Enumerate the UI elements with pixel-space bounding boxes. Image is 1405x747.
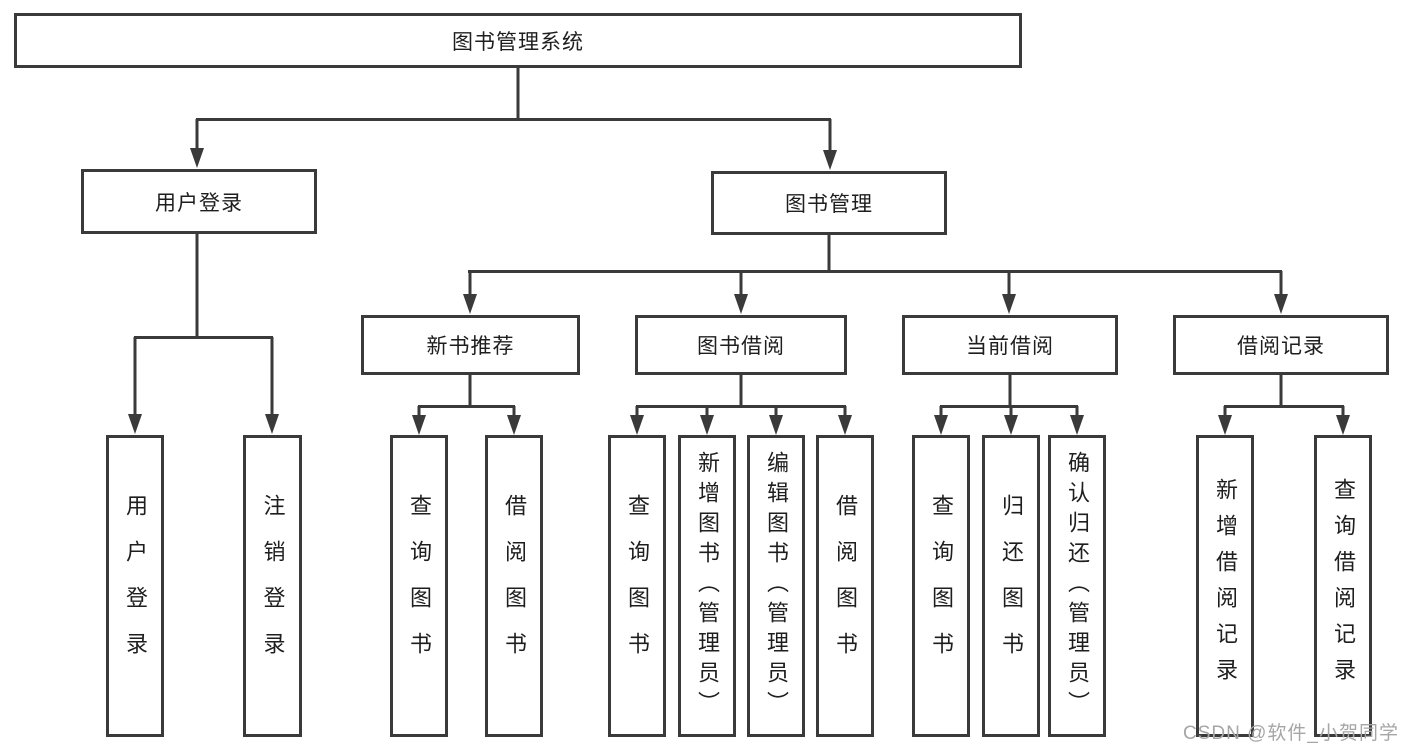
leaf-label: 新增借阅记录 bbox=[1213, 478, 1238, 694]
leaf-query-books-current: 查询图书 bbox=[912, 435, 970, 737]
leaf-label: 查询图书 bbox=[929, 494, 954, 678]
leaf-return-books: 归还图书 bbox=[982, 435, 1040, 737]
node-new-book-recommendation: 新书推荐 bbox=[361, 315, 580, 375]
leaf-label: 编辑图书（管理员） bbox=[764, 451, 789, 721]
leaf-borrow-books-recommend: 借阅图书 bbox=[485, 435, 543, 737]
leaf-label: 查询图书 bbox=[407, 494, 432, 678]
leaf-logout: 注销登录 bbox=[243, 435, 302, 737]
leaf-confirm-return-admin: 确认归还（管理员） bbox=[1048, 435, 1106, 737]
leaf-label: 确认归还（管理员） bbox=[1065, 451, 1090, 721]
node-label: 用户登录 bbox=[155, 191, 243, 215]
node-label: 图书管理 bbox=[785, 193, 873, 216]
leaf-edit-book-admin: 编辑图书（管理员） bbox=[747, 435, 805, 737]
leaf-label: 查询图书 bbox=[625, 494, 650, 678]
node-user-login: 用户登录 bbox=[81, 169, 317, 234]
node-label: 图书借阅 bbox=[697, 335, 785, 358]
leaf-query-borrow-record: 查询借阅记录 bbox=[1314, 435, 1372, 737]
csdn-watermark: CSDN @软件_小贺同学 bbox=[1183, 723, 1399, 744]
leaf-label: 查询借阅记录 bbox=[1331, 478, 1356, 694]
leaf-add-borrow-record: 新增借阅记录 bbox=[1196, 435, 1254, 737]
leaf-label: 注销登录 bbox=[260, 494, 286, 678]
leaf-label: 用户登录 bbox=[123, 494, 148, 678]
node-current-borrowing: 当前借阅 bbox=[902, 315, 1118, 375]
node-borrowing-records: 借阅记录 bbox=[1173, 315, 1389, 375]
node-book-management: 图书管理 bbox=[711, 171, 947, 235]
leaf-label: 借阅图书 bbox=[502, 494, 527, 678]
leaf-user-login: 用户登录 bbox=[106, 435, 164, 737]
node-label: 新书推荐 bbox=[426, 335, 515, 358]
leaf-query-books-recommend: 查询图书 bbox=[390, 435, 448, 737]
node-label: 借阅记录 bbox=[1237, 335, 1325, 358]
arrowhead-icons bbox=[128, 148, 1350, 435]
leaf-label: 借阅图书 bbox=[833, 494, 858, 678]
leaf-borrow-books-borrowing: 借阅图书 bbox=[816, 435, 874, 737]
node-label: 图书管理系统 bbox=[452, 30, 584, 54]
node-book-borrowing: 图书借阅 bbox=[635, 315, 847, 375]
node-label: 当前借阅 bbox=[966, 335, 1054, 358]
node-library-management-system: 图书管理系统 bbox=[14, 13, 1022, 68]
leaf-query-books-borrowing: 查询图书 bbox=[608, 435, 666, 737]
leaf-add-book-admin: 新增图书（管理员） bbox=[678, 435, 736, 737]
leaf-label: 归还图书 bbox=[999, 494, 1024, 678]
leaf-label: 新增图书（管理员） bbox=[695, 451, 720, 721]
